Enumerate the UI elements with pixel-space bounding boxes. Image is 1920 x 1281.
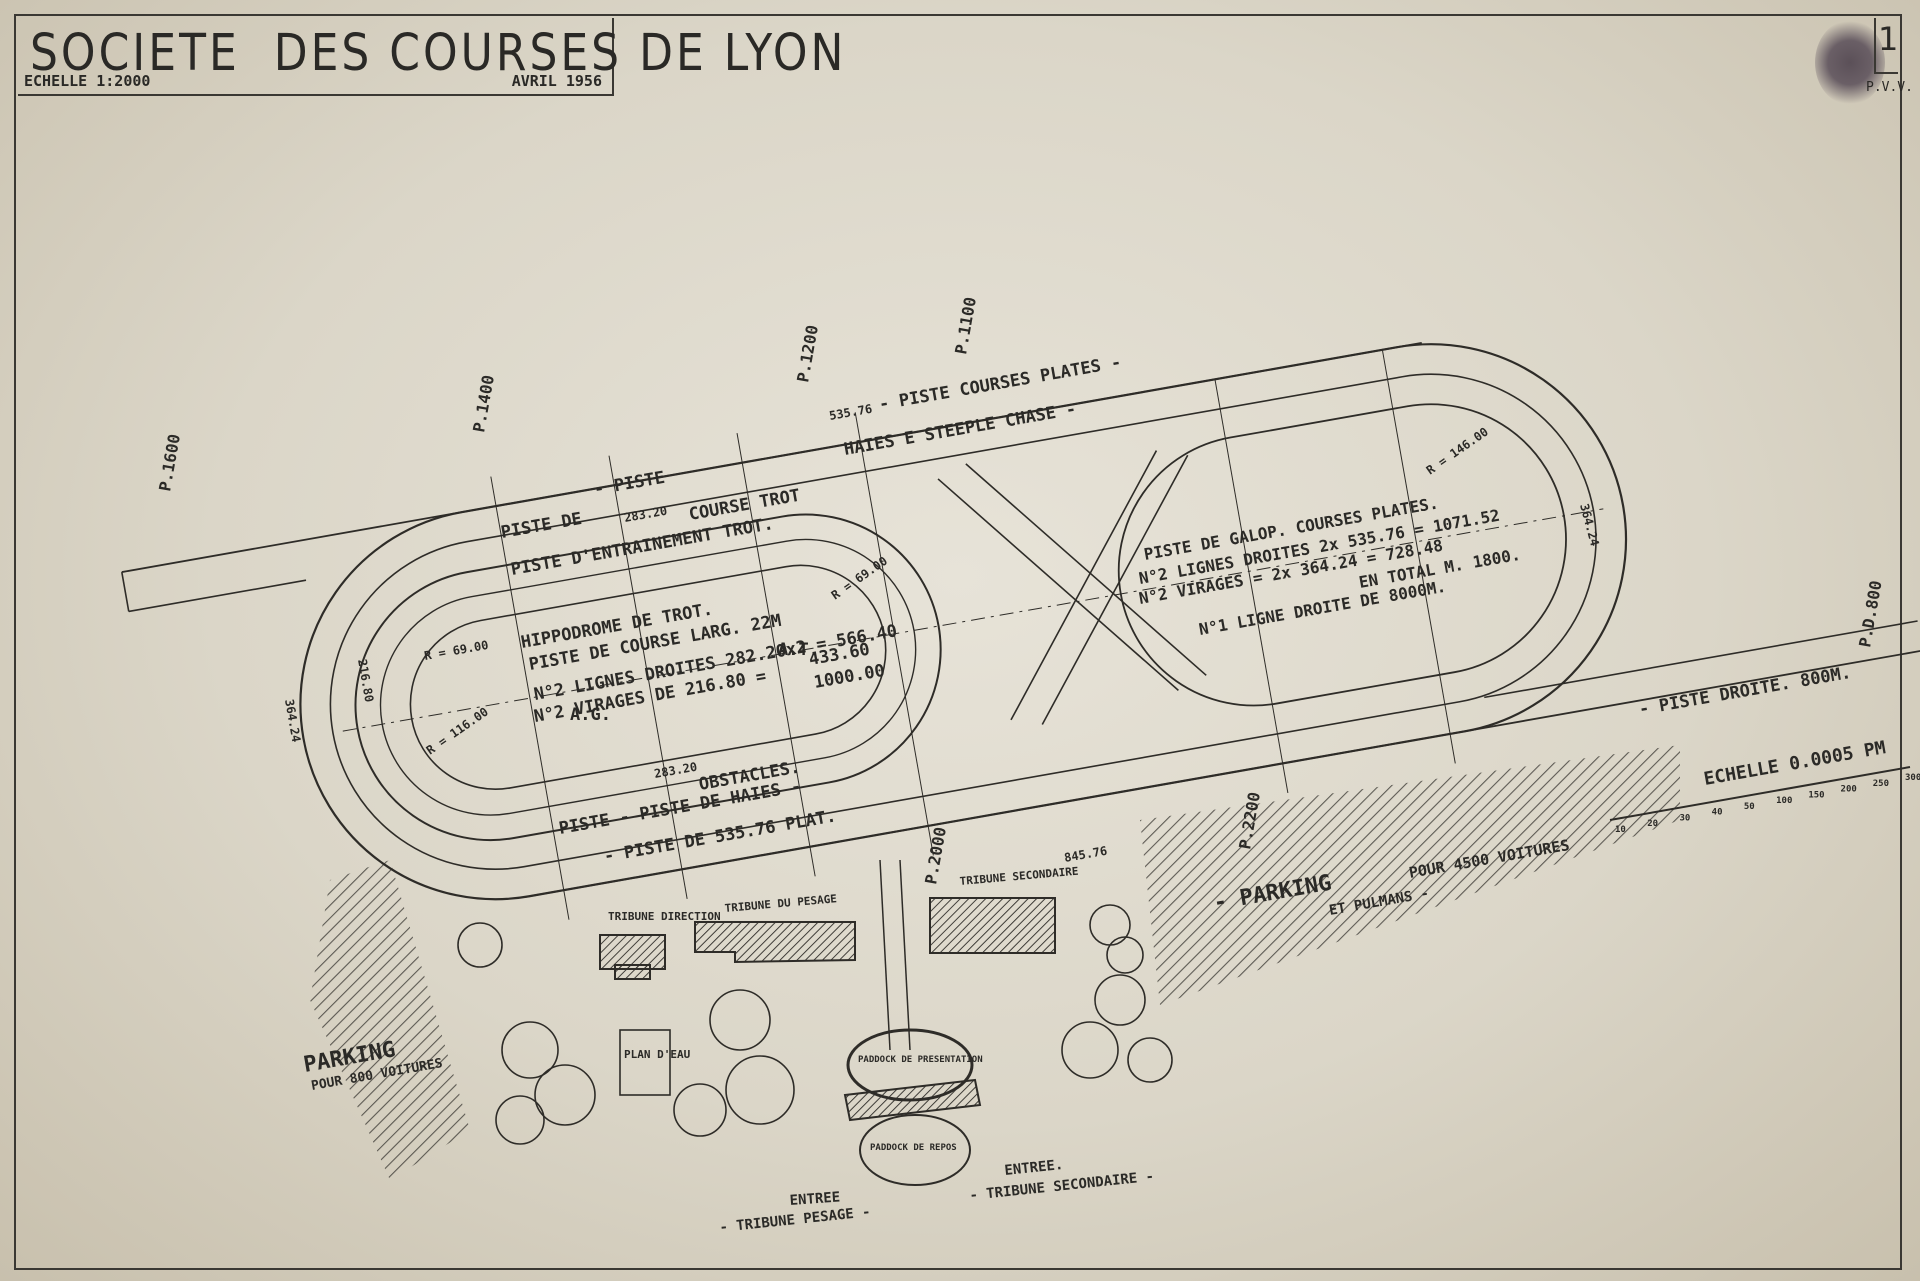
scale-bar-tick-label: 30 xyxy=(1679,813,1690,823)
drawing-title: SOCIETE DES COURSES DE LYON xyxy=(30,24,847,83)
dim-535-top: 535.76 xyxy=(828,402,873,423)
tribune-secondaire-building xyxy=(929,897,1056,954)
scale-bar-label: ECHELLE 0.0005 PM xyxy=(1702,737,1887,790)
title-block: SOCIETE DES COURSES DE LYON ECHELLE 1:20… xyxy=(18,18,843,96)
scale-bar-tick-label: 250 xyxy=(1873,779,1889,789)
drawing-frame xyxy=(14,14,1902,1270)
tribune-direction-building xyxy=(599,934,666,970)
dim-r69-right: R = 69.00 xyxy=(829,554,890,603)
sheet-code: P.V.V. xyxy=(1866,80,1913,95)
parking-area-large xyxy=(1140,745,1680,1005)
trot-ag: A.G. xyxy=(570,705,611,725)
label-tribune-pesage-entrance: - TRIBUNE PESAGE - xyxy=(719,1204,872,1236)
marker-p1100: P.1100 xyxy=(951,295,980,355)
label-plan-eau: PLAN D'EAU xyxy=(624,1048,691,1061)
scale-bar-tick-label: 10 xyxy=(1615,825,1626,835)
label-paddock-presentation: PADDOCK DE PRESENTATION xyxy=(858,1055,983,1065)
label-entree-right: ENTREE. xyxy=(1004,1157,1064,1179)
dim-283-bottom: 283.20 xyxy=(653,760,698,781)
steeple-cross-b xyxy=(1010,450,1158,721)
label-haies-steeple: HAIES E STEEPLE CHASE - xyxy=(842,399,1077,460)
label-tribune-pesage: TRIBUNE DU PESAGE xyxy=(724,892,837,915)
label-paddock-repos: PADDOCK DE REPOS xyxy=(870,1143,957,1153)
drawing-date: AVRIL 1956 xyxy=(511,72,602,90)
marker-pd800: P.D.800 xyxy=(1855,579,1885,649)
dim-r146: R = 146.00 xyxy=(1424,425,1491,478)
marker-p1200: P.1200 xyxy=(793,323,822,383)
drawing-scale: ECHELLE 1:2000 xyxy=(24,72,151,90)
scale-bar-tick-label: 50 xyxy=(1744,802,1755,812)
bottom-straight-line xyxy=(524,649,1920,898)
ink-stain xyxy=(1815,20,1885,105)
paddock-repos xyxy=(859,1114,971,1186)
label-piste-courses-plates: - PISTE COURSES PLATES - xyxy=(877,353,1122,415)
paddock-band xyxy=(843,1078,982,1122)
label-piste-droite: - PISTE DROITE. 800M. xyxy=(1637,663,1852,720)
label-tribune-direction: TRIBUNE DIRECTION xyxy=(608,910,721,923)
sheet-number-box xyxy=(1874,18,1898,74)
marker-p2000: P.2000 xyxy=(921,825,950,885)
dim-283-top: 283.20 xyxy=(623,504,668,525)
dim-364-right: 364.24 xyxy=(1577,502,1602,548)
scale-bar-tick-label: 300 xyxy=(1905,773,1920,783)
marker-p1400: P.1400 xyxy=(469,373,498,433)
label-entree-left: ENTREE xyxy=(789,1190,841,1209)
scale-bar-tick-label: 200 xyxy=(1841,785,1857,795)
scale-bar-tick-label: 150 xyxy=(1808,790,1824,800)
dim-r116: R = 116.00 xyxy=(424,705,491,758)
dim-845: 845.76 xyxy=(1063,844,1108,865)
parking-area-small xyxy=(310,860,470,1180)
sheet-number: 1 xyxy=(1878,20,1899,58)
scale-bar-tick-label: 40 xyxy=(1712,808,1723,818)
marker-p1600: P.1600 xyxy=(155,432,184,492)
label-piste-de: PISTE DE xyxy=(499,509,583,543)
label-piste-top: - PISTE xyxy=(592,468,666,500)
scale-bar-tick-label: 100 xyxy=(1776,796,1792,806)
scale-bar-tick-label: 20 xyxy=(1647,819,1658,829)
tree-cluster xyxy=(457,904,1173,1145)
tribune-pesage-building xyxy=(694,921,856,964)
top-straight-line xyxy=(121,341,1422,573)
steeple-cross-a xyxy=(937,478,1179,691)
dim-r69-left: R = 69.00 xyxy=(423,638,489,663)
trot-at: A.T. xyxy=(778,640,819,660)
label-tribune-secondaire: TRIBUNE SECONDAIRE xyxy=(959,865,1079,888)
label-tribune-secondaire-entrance: - TRIBUNE SECONDAIRE - xyxy=(969,1169,1155,1204)
